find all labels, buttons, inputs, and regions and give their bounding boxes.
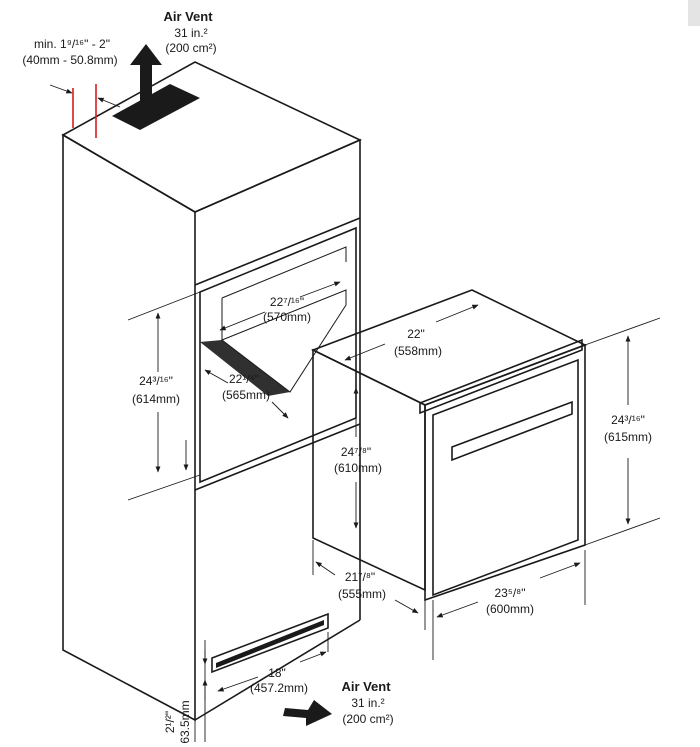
cut-height-metric: (614mm) — [132, 392, 180, 406]
oven-width-arrow-right — [435, 304, 479, 323]
labels: Air Vent 31 in.² (200 cm²) min. 1⁹/¹⁶" -… — [22, 9, 652, 744]
upper-panel-edge — [194, 217, 361, 286]
front-width-arrow-right — [539, 562, 581, 579]
cut-height-imperial: 24³/¹⁶" — [139, 374, 173, 388]
min-gap-metric: (40mm - 50.8mm) — [22, 53, 117, 67]
top-air-vent-arrow — [130, 44, 162, 115]
oven-height-metric: (610mm) — [334, 461, 382, 475]
oven-depth-metric: (555mm) — [338, 587, 386, 601]
plinth-imperial: 2¹/²" — [163, 711, 177, 733]
cabinet-side-face — [62, 133, 196, 722]
top-vent-title: Air Vent — [163, 9, 213, 24]
cut-depth-metric: (565mm) — [222, 388, 270, 402]
front-width-imperial: 23⁵/⁸" — [495, 586, 526, 600]
oven-top-face — [310, 289, 588, 406]
front-height-ext-bottom — [584, 517, 661, 546]
top-vent-opening — [112, 84, 200, 130]
bottom-vent-width-metric: (457.2mm) — [250, 681, 308, 695]
top-vent-area: 31 in.² — [174, 26, 207, 40]
oven-depth-arrow-right — [394, 599, 419, 614]
oven-handle — [451, 400, 573, 462]
front-height-ext-top — [584, 317, 661, 346]
dimension-lines — [49, 84, 661, 742]
cutout-inner-back — [221, 246, 347, 299]
cutout-shelf — [200, 340, 290, 396]
lower-panel-edge — [194, 423, 361, 491]
front-width-metric: (600mm) — [486, 602, 534, 616]
cut-depth-arrow-right — [271, 401, 289, 419]
vent-width-arrow-left — [217, 676, 259, 692]
top-vent-metric: (200 cm²) — [165, 41, 216, 55]
cut-depth-arrow-left — [204, 369, 229, 384]
bottom-vent-title: Air Vent — [341, 679, 391, 694]
plinth-metric: 63.5mm — [178, 700, 192, 743]
clearance-arrow-left — [49, 84, 73, 94]
oven-front-frame-top — [419, 338, 583, 415]
cut-width-arrow-right — [299, 281, 341, 298]
bottom-vent-width-imperial: 18" — [268, 666, 286, 680]
scrollbar-tab[interactable] — [688, 0, 700, 26]
oven-depth-arrow-left — [315, 561, 336, 576]
cut-width-metric: (570mm) — [263, 310, 311, 324]
oven-depth-imperial: 21⁷/⁸" — [345, 570, 375, 584]
oven-width-arrow-left — [344, 343, 386, 361]
front-height-metric: (615mm) — [604, 430, 652, 444]
vent-width-arrow-right — [299, 651, 327, 663]
cabinet-bottom-edge — [194, 619, 361, 721]
shelf-top — [220, 289, 347, 393]
bottom-vent-grille — [216, 620, 324, 668]
cabinet-top-face — [61, 61, 362, 213]
cabinet — [61, 61, 362, 722]
cabinet-front-edge — [194, 138, 361, 620]
oven-width-metric: (558mm) — [394, 344, 442, 358]
bottom-vent-area: 31 in.² — [351, 696, 384, 710]
oven-width-imperial: 22" — [407, 327, 425, 341]
cut-width-imperial: 22⁷/¹⁶" — [270, 295, 304, 309]
oven-door — [432, 358, 579, 597]
oven-front-face — [424, 343, 586, 602]
front-height-imperial: 24³/¹⁶" — [611, 413, 645, 427]
bottom-vent-slot — [211, 612, 329, 674]
cut-height-ext-bottom — [127, 474, 201, 501]
min-gap-imperial: min. 1⁹/¹⁶" - 2" — [34, 37, 110, 51]
clearance-arrow-right — [97, 97, 121, 108]
front-width-arrow-left — [436, 601, 479, 618]
cut-width-arrow-left — [219, 311, 266, 331]
cut-height-ext-top — [127, 291, 201, 321]
bottom-vent-metric: (200 cm²) — [342, 712, 393, 726]
oven-height-imperial: 24⁷/⁸" — [341, 445, 371, 459]
cut-depth-imperial: 22¹/⁴" — [229, 372, 259, 386]
bottom-air-vent-arrow — [283, 700, 332, 726]
